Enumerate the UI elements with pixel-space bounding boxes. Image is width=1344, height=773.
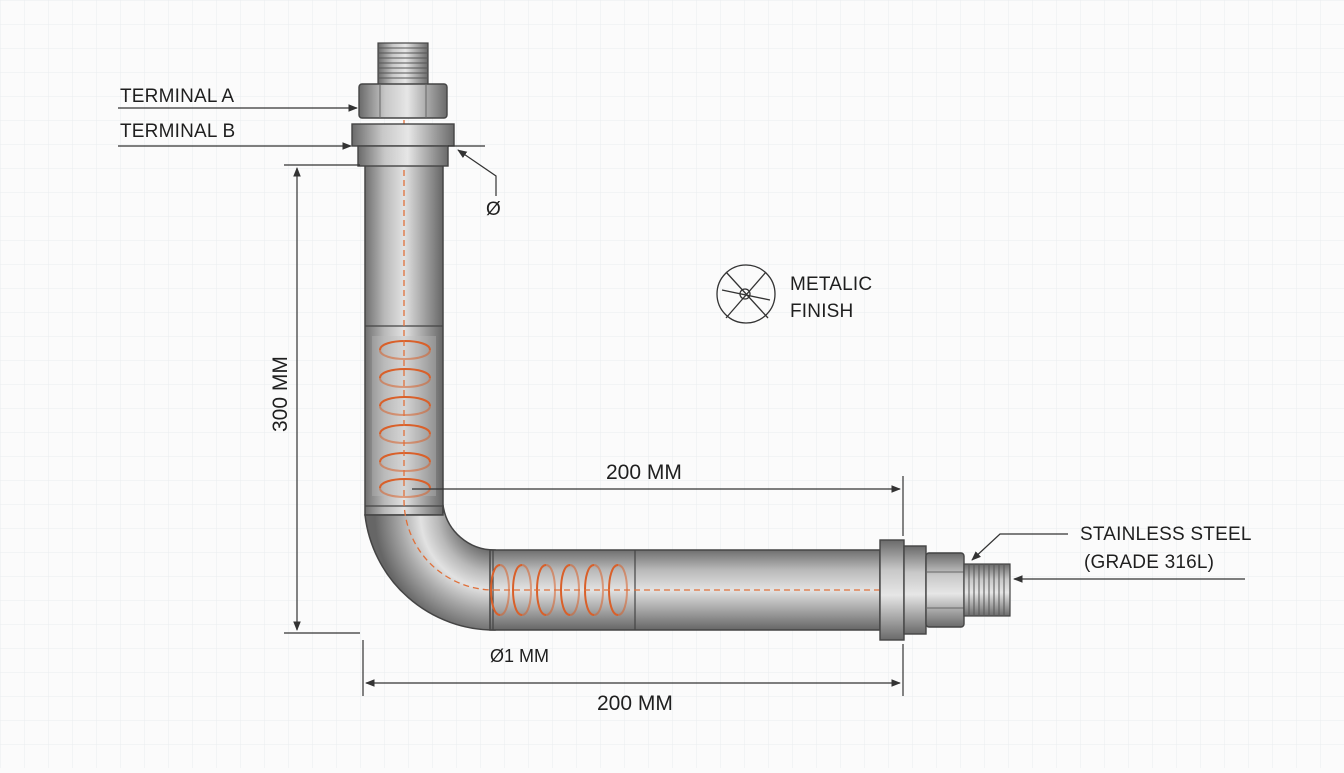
lower-horizontal-dimension-label: 200 MM bbox=[597, 692, 673, 715]
diameter-leader bbox=[457, 149, 497, 196]
vertical-dimension-label: 300 MM bbox=[269, 356, 292, 432]
finish-symbol-icon bbox=[716, 264, 776, 324]
terminal-a-label: TERMINAL A bbox=[120, 86, 234, 107]
diameter-symbol-label: Ø bbox=[486, 199, 501, 220]
material-label-line1: STAINLESS STEEL bbox=[1080, 524, 1252, 545]
top-fitting bbox=[351, 42, 455, 167]
finish-label-line1: METALIC bbox=[790, 274, 872, 295]
wire-diameter-label: Ø1 MM bbox=[490, 646, 549, 666]
material-leader bbox=[971, 533, 1068, 561]
dimension-lines bbox=[284, 164, 904, 696]
right-fitting bbox=[879, 539, 1011, 641]
material-label-line2: (GRADE 316L) bbox=[1084, 552, 1214, 573]
upper-horizontal-dimension-label: 200 MM bbox=[606, 461, 682, 484]
finish-label-line2: FINISH bbox=[790, 301, 853, 322]
terminal-b-label: TERMINAL B bbox=[120, 121, 235, 142]
leader-lines bbox=[118, 104, 1245, 583]
pipe-elbow bbox=[364, 504, 496, 631]
